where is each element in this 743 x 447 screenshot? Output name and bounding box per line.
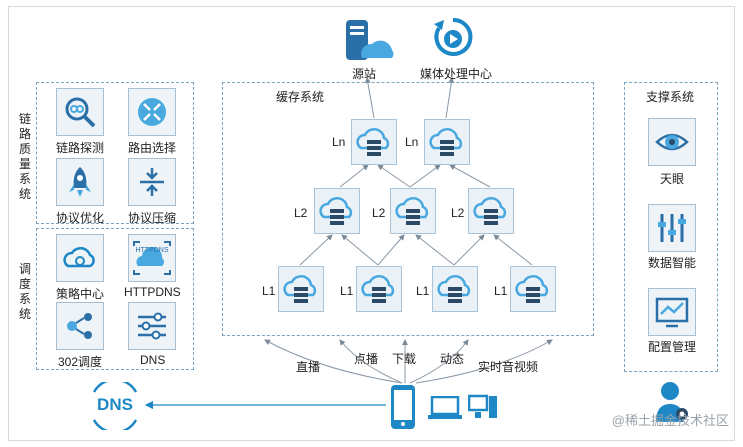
client-desktop	[467, 394, 498, 427]
data-intel-tile	[648, 204, 696, 252]
level-l1-label-4: L1	[494, 284, 508, 298]
level-l2-label-3: L2	[451, 206, 465, 220]
media-center	[432, 16, 474, 60]
level-l1-label-2: L1	[340, 284, 354, 298]
config-mgmt-label: 配置管理	[648, 340, 697, 354]
data-intel-label: 数据智能	[648, 256, 697, 270]
traffic-live: 直播	[296, 360, 321, 374]
cache-node-l1-3	[432, 266, 478, 312]
policy-center-tile	[56, 234, 104, 282]
cloud-server-icon	[515, 275, 549, 303]
phone-icon	[391, 385, 415, 429]
level-l2-label: L2	[294, 206, 308, 220]
client-laptop	[428, 395, 462, 425]
link-quality-title: 链路质量系统	[18, 112, 31, 201]
cloud-server-icon	[473, 197, 507, 225]
protocol-compress-tile	[128, 158, 176, 206]
sliders-icon	[138, 312, 166, 340]
watermark: @稀土掘金技术社区	[611, 413, 729, 428]
level-ln-label: Ln	[332, 135, 346, 149]
dns-label: DNS	[140, 353, 166, 367]
traffic-dynamic: 动态	[440, 352, 465, 366]
cloud-server-icon	[319, 197, 353, 225]
level-l1-label-3: L1	[416, 284, 430, 298]
sky-eye-tile	[648, 118, 696, 166]
link-probe-label: 链路探测	[56, 141, 105, 155]
cache-node-l2-3	[468, 188, 514, 234]
route-select-label: 路由选择	[128, 141, 177, 155]
desktop-icon	[467, 394, 497, 418]
dns-logo: DNS	[86, 378, 144, 434]
origin-server	[342, 18, 394, 64]
cloud-server-icon	[395, 197, 429, 225]
link-probe-tile	[56, 88, 104, 136]
cloud-server-icon	[283, 275, 317, 303]
httpdns-badge-text: HTTPDNS	[135, 247, 168, 254]
link-quality-box	[36, 82, 194, 224]
redirect-icon	[67, 313, 92, 339]
cache-node-l2-1	[314, 188, 360, 234]
redirect-302-tile	[56, 302, 104, 350]
httpdns-tile: HTTPDNS	[128, 234, 176, 282]
cloud-server-icon	[361, 275, 395, 303]
policy-center-label: 策略中心	[56, 287, 105, 301]
route-select-tile	[128, 88, 176, 136]
user-gear-icon	[656, 382, 688, 422]
level-l2-label-2: L2	[372, 206, 386, 220]
route-icon	[138, 98, 166, 126]
redirect-302-label: 302调度	[58, 355, 103, 369]
cache-node-l2-2	[390, 188, 436, 234]
media-processing-icon	[434, 17, 473, 56]
support-title: 支撑系统	[646, 90, 695, 104]
diagram-frame	[8, 6, 735, 441]
cache-node-l1-1	[278, 266, 324, 312]
protocol-opt-tile	[56, 158, 104, 206]
equalizer-icon	[658, 214, 686, 242]
scheduling-title: 调度系统	[18, 262, 31, 321]
config-mgmt-tile	[648, 288, 696, 336]
cache-node-ln-2	[424, 119, 470, 165]
rocket-icon	[69, 167, 91, 197]
cache-box	[222, 82, 594, 336]
level-ln-label-2: Ln	[405, 135, 419, 149]
cache-node-l1-4	[510, 266, 556, 312]
httpdns-label: HTTPDNS	[124, 285, 181, 299]
ops-user	[654, 380, 690, 429]
laptop-icon	[428, 395, 462, 419]
traffic-vod: 点播	[354, 352, 379, 366]
eye-icon	[655, 133, 689, 151]
cloud-server-icon	[429, 128, 463, 156]
compress-icon	[140, 168, 164, 196]
media-label: 媒体处理中心	[420, 67, 493, 81]
level-l1-label: L1	[262, 284, 276, 298]
support-box	[624, 82, 718, 372]
protocol-compress-label: 协议压缩	[128, 211, 177, 225]
origin-server-icon	[346, 20, 394, 60]
dns-logo-text: DNS	[97, 395, 133, 414]
dns-tile	[128, 302, 176, 350]
monitor-chart-icon	[655, 297, 689, 328]
scheduling-box	[36, 228, 194, 370]
cloud-gear-icon	[63, 246, 95, 268]
protocol-opt-label: 协议优化	[56, 211, 105, 225]
cache-node-ln-1	[351, 119, 397, 165]
client-phone	[390, 384, 416, 435]
traffic-rtc: 实时音视频	[478, 360, 539, 374]
magnifier-icon	[65, 97, 96, 128]
cloud-server-icon	[356, 128, 390, 156]
sky-eye-label: 天眼	[660, 172, 685, 186]
cloud-server-icon	[437, 275, 471, 303]
traffic-download: 下载	[392, 352, 417, 366]
origin-label: 源站	[352, 67, 377, 81]
cache-title: 缓存系统	[276, 90, 325, 104]
httpdns-icon: HTTPDNS	[133, 241, 171, 275]
cache-node-l1-2	[356, 266, 402, 312]
